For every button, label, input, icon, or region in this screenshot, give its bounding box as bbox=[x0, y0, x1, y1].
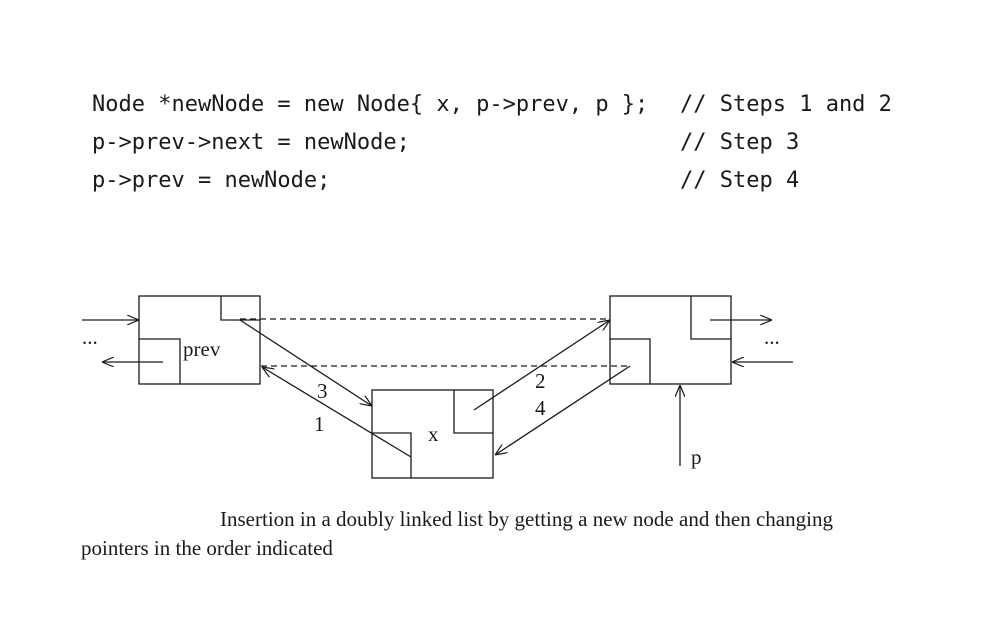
step-label-4: 4 bbox=[535, 396, 546, 420]
caption-line-1: Insertion in a doubly linked list by get… bbox=[220, 507, 833, 531]
code-comment-2: // Step 3 bbox=[680, 130, 800, 155]
code-comment-3: // Step 4 bbox=[680, 168, 800, 193]
ellipsis-left: ... bbox=[82, 325, 98, 349]
node-prev bbox=[138, 295, 261, 385]
node-p bbox=[609, 295, 732, 385]
code-comment-1: // Steps 1 and 2 bbox=[680, 92, 892, 117]
node-new-label: x bbox=[428, 422, 439, 446]
node-prev-label: prev bbox=[183, 337, 221, 361]
code-statement-1: Node *newNode = new Node{ x, p->prev, p … bbox=[92, 92, 649, 117]
caption-line-2: pointers in the order indicated bbox=[81, 536, 333, 560]
step-label-1: 1 bbox=[314, 412, 325, 436]
step-1-arrow bbox=[262, 367, 412, 458]
code-statement-2: p->prev->next = newNode; bbox=[92, 130, 410, 155]
step-label-2: 2 bbox=[535, 369, 546, 393]
step-3-arrow bbox=[239, 319, 372, 406]
code-statement-3: p->prev = newNode; bbox=[92, 168, 331, 193]
step-2-arrow bbox=[473, 320, 610, 411]
step-4-arrow bbox=[495, 365, 631, 455]
step-label-3: 3 bbox=[317, 379, 328, 403]
ellipsis-right: ... bbox=[764, 325, 780, 349]
pointer-label-p: p bbox=[691, 445, 702, 469]
